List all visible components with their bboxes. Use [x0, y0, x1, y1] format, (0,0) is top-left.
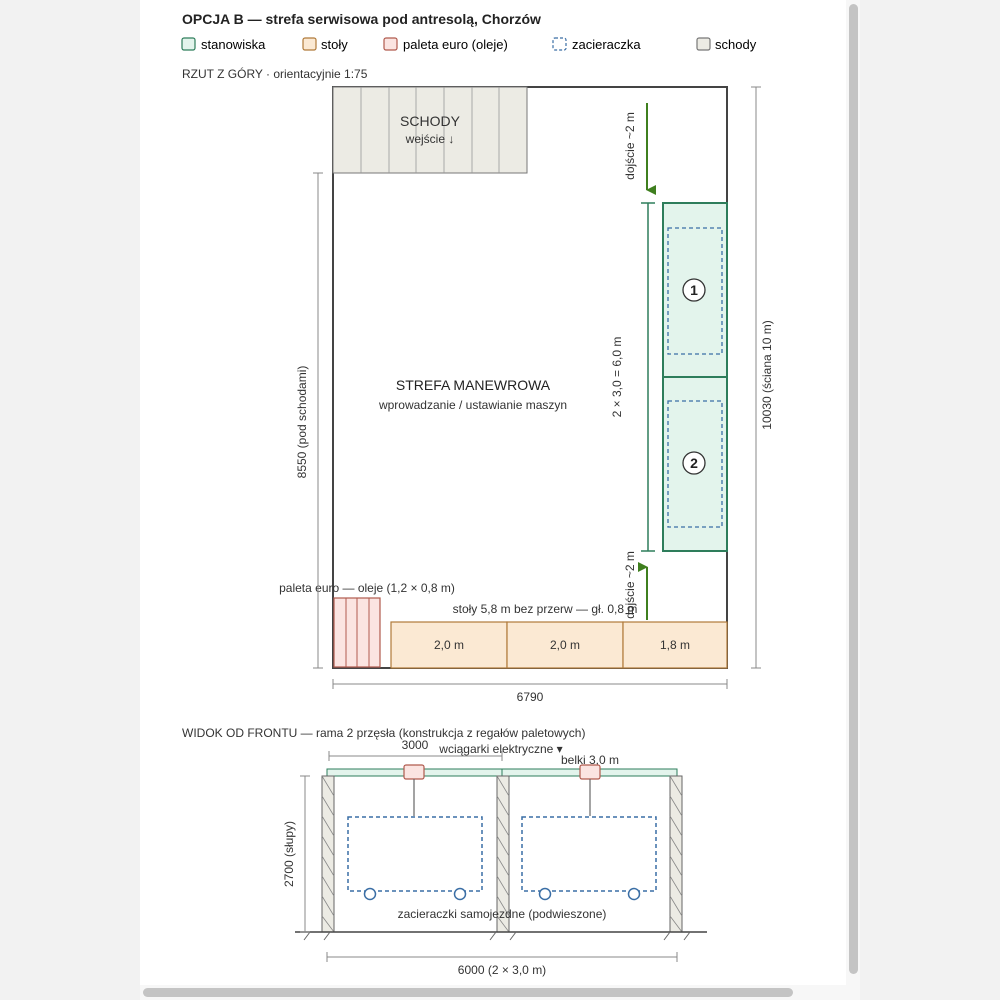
- trowel-swatch-icon: [552, 37, 567, 51]
- trowel-outline: [667, 400, 723, 528]
- legend-item-tables: stoły: [302, 37, 348, 52]
- post-left: [321, 775, 335, 933]
- horizontal-scrollbar-thumb[interactable]: [143, 988, 793, 997]
- span-label: 3000: [402, 738, 429, 752]
- stations-dim-label: 2 × 3,0 = 6,0 m: [610, 337, 624, 418]
- page-title: OPCJA B — strefa serwisowa pod antresolą…: [182, 11, 541, 27]
- dim-left-label: 8550 (pod schodami): [295, 366, 309, 479]
- dim-height: 2700 (słupy): [282, 775, 310, 933]
- table-1-label: 2,0 m: [434, 638, 464, 652]
- hoist-right: [579, 764, 601, 816]
- post-right: [669, 775, 683, 933]
- station-number: 1: [690, 282, 698, 298]
- front-view-heading: WIDOK OD FRONTU — rama 2 przęsła (konstr…: [182, 726, 585, 740]
- table-3-label: 1,8 m: [660, 638, 690, 652]
- wheel-icon: [363, 887, 377, 901]
- dim-bottom: 6790: [332, 679, 728, 704]
- table-swatch-icon: [302, 37, 317, 51]
- station-number: 2: [690, 455, 698, 471]
- tables: 2,0 m 2,0 m 1,8 m: [390, 621, 728, 669]
- trowel-right: [521, 816, 657, 901]
- pallet-swatch-icon: [383, 37, 398, 51]
- room-outline: [332, 86, 728, 669]
- stairs: SCHODY wejście ↓: [332, 86, 528, 174]
- stairs-swatch-icon: [696, 37, 711, 51]
- zone-title: STREFA MANEWROWA: [396, 377, 551, 393]
- trowel-left: [347, 816, 483, 901]
- dim-right: 10030 (ściana 10 m): [751, 86, 774, 669]
- access-label-top: dojście ~2 m: [623, 112, 637, 180]
- stairs-label: SCHODY: [400, 113, 461, 129]
- dim-bottom-label: 6790: [517, 690, 544, 704]
- dim-width: 6000 (2 × 3,0 m): [326, 952, 678, 977]
- legend-item-stairs: schody: [696, 37, 757, 52]
- table-3: [622, 621, 728, 669]
- trowels-label: zacieraczki samojezdne (podwieszone): [398, 907, 607, 921]
- dim-right-label: 10030 (ściana 10 m): [760, 320, 774, 429]
- wheel-icon: [627, 887, 641, 901]
- euro-pallet: [333, 597, 381, 668]
- access-label-bottom: dojście ~2 m: [623, 551, 637, 619]
- station-swatch-icon: [181, 37, 196, 51]
- station-2: 2: [662, 376, 728, 552]
- legend: stanowiska stoły paleta euro (oleje) zac…: [181, 37, 757, 52]
- pallet-label: paleta euro — oleje (1,2 × 0,8 m): [279, 581, 455, 595]
- height-label: 2700 (słupy): [282, 821, 296, 887]
- legend-item-trowel: zacieraczka: [552, 37, 641, 52]
- trowel-outline: [667, 227, 723, 355]
- vertical-scrollbar-thumb[interactable]: [849, 4, 858, 974]
- post-middle: [496, 775, 510, 933]
- table-2-label: 2,0 m: [550, 638, 580, 652]
- zone-sub: wprowadzanie / ustawianie maszyn: [378, 398, 567, 412]
- station-1: 1: [662, 202, 728, 378]
- beams-label: belki 3,0 m: [561, 753, 619, 767]
- width-label: 6000 (2 × 3,0 m): [458, 963, 546, 977]
- legend-label: paleta euro (oleje): [403, 37, 508, 52]
- ground-line: [295, 931, 707, 941]
- table-1: [390, 621, 508, 669]
- legend-item-stations: stanowiska: [181, 37, 266, 52]
- hoist-left: [403, 764, 425, 816]
- legend-label: stoły: [321, 37, 348, 52]
- tables-label: stoły 5,8 m bez przerw — gł. 0,8 m: [453, 602, 638, 616]
- top-view-heading: RZUT Z GÓRY · orientacyjnie 1:75: [182, 66, 368, 81]
- legend-label: schody: [715, 37, 757, 52]
- stairs-sub: wejście ↓: [405, 132, 455, 146]
- legend-item-pallet: paleta euro (oleje): [383, 37, 508, 52]
- legend-label: stanowiska: [201, 37, 266, 52]
- wheel-icon: [453, 887, 467, 901]
- legend-label: zacieraczka: [572, 37, 641, 52]
- wheel-icon: [538, 887, 552, 901]
- hoists-label: wciągarki elektryczne ▾: [438, 742, 562, 756]
- dim-left: 8550 (pod schodami): [295, 172, 323, 669]
- top-view-plan: SCHODY wejście ↓ STREFA MANEWROWA wprowa…: [279, 86, 774, 704]
- front-view-frame: 3000 wciągarki elektryczne ▾ belki 3,0 m: [282, 738, 707, 977]
